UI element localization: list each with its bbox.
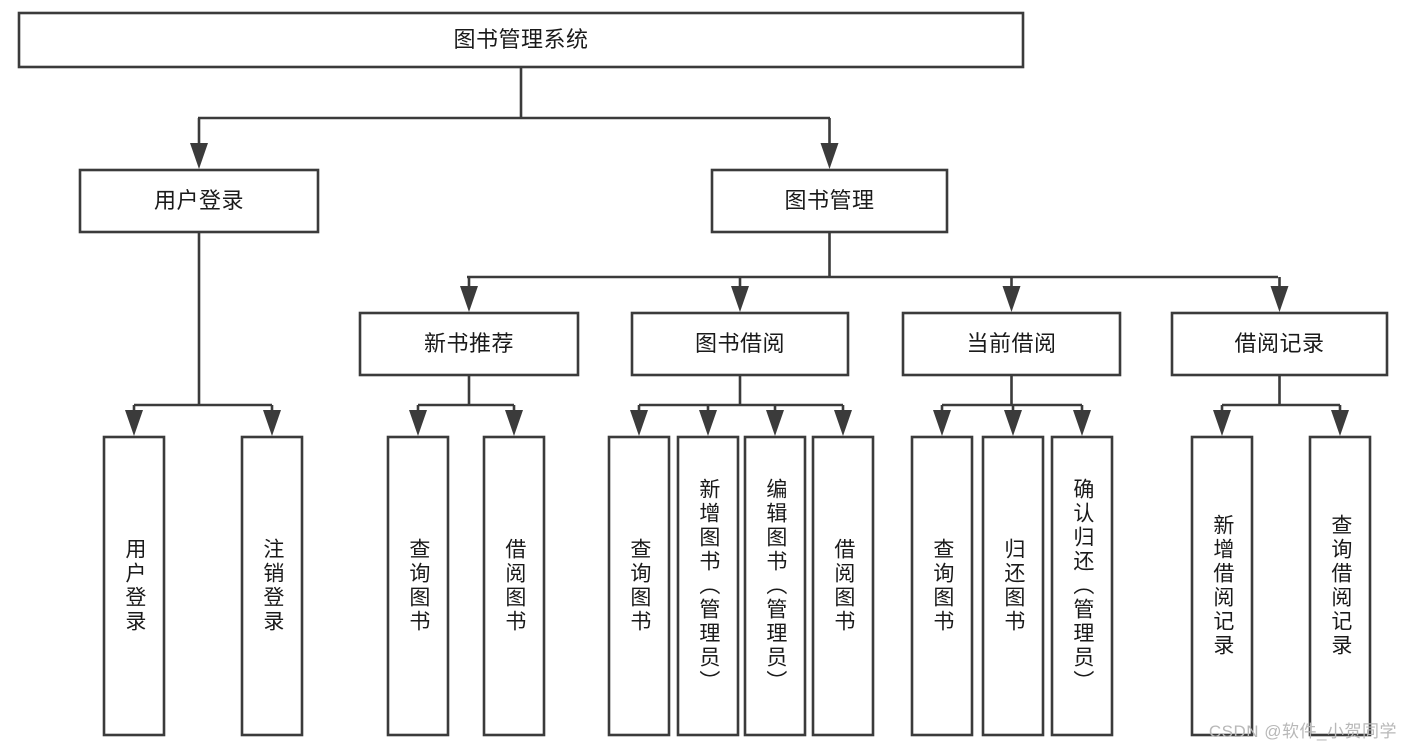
node-box-l2_book_mgmt xyxy=(710,168,949,234)
node-box-leaf_br_add xyxy=(1190,435,1254,737)
edges-layer xyxy=(125,67,1349,436)
node-box-l3_book_borrow xyxy=(630,311,850,377)
boxes-layer xyxy=(17,11,1389,737)
arrow-head-leaf_bb_query xyxy=(630,410,648,436)
arrow-head-l3_new_book_rec xyxy=(460,286,478,312)
node-box-leaf_rec_query xyxy=(386,435,450,737)
arrow-head-leaf_bb_add xyxy=(699,410,717,436)
node-box-leaf_bb_borrow xyxy=(811,435,875,737)
node-box-leaf_bb_add xyxy=(676,435,740,737)
node-box-leaf_cb_confirm xyxy=(1050,435,1114,737)
arrow-head-l2_book_mgmt xyxy=(820,143,839,169)
arrow-head-leaf_cb_query xyxy=(933,410,951,436)
node-box-leaf_bb_query xyxy=(607,435,671,737)
arrow-head-leaf_bb_borrow xyxy=(834,410,852,436)
node-box-leaf_cb_return xyxy=(981,435,1045,737)
arrow-head-leaf_br_query xyxy=(1331,410,1349,436)
node-box-leaf_bb_edit xyxy=(743,435,807,737)
node-box-l3_new_book_rec xyxy=(358,311,580,377)
node-box-leaf_user_login xyxy=(102,435,166,737)
node-box-leaf_br_query xyxy=(1308,435,1372,737)
arrow-head-l3_book_borrow xyxy=(731,286,749,312)
node-box-root xyxy=(17,11,1025,69)
watermark-text: CSDN @软件_小贺同学 xyxy=(1208,722,1397,741)
node-box-l2_user_login xyxy=(78,168,320,234)
node-box-l3_current_borrow xyxy=(901,311,1122,377)
arrow-head-leaf_bb_edit xyxy=(766,410,784,436)
node-box-leaf_user_logout xyxy=(240,435,304,737)
arrow-head-leaf_user_login xyxy=(125,410,143,436)
arrow-head-l2_user_login xyxy=(190,143,208,169)
node-box-l3_borrow_record xyxy=(1170,311,1389,377)
arrow-head-l3_borrow_record xyxy=(1270,286,1289,312)
arrow-head-leaf_br_add xyxy=(1213,410,1231,436)
arrow-head-l3_current_borrow xyxy=(1002,286,1021,312)
node-box-leaf_rec_borrow xyxy=(482,435,546,737)
arrow-head-leaf_rec_borrow xyxy=(505,410,523,436)
arrow-head-leaf_cb_return xyxy=(1004,410,1022,436)
arrow-head-leaf_rec_query xyxy=(409,410,427,436)
node-box-leaf_cb_query xyxy=(910,435,974,737)
arrow-head-leaf_user_logout xyxy=(263,410,281,436)
arrow-head-leaf_cb_confirm xyxy=(1073,410,1091,436)
